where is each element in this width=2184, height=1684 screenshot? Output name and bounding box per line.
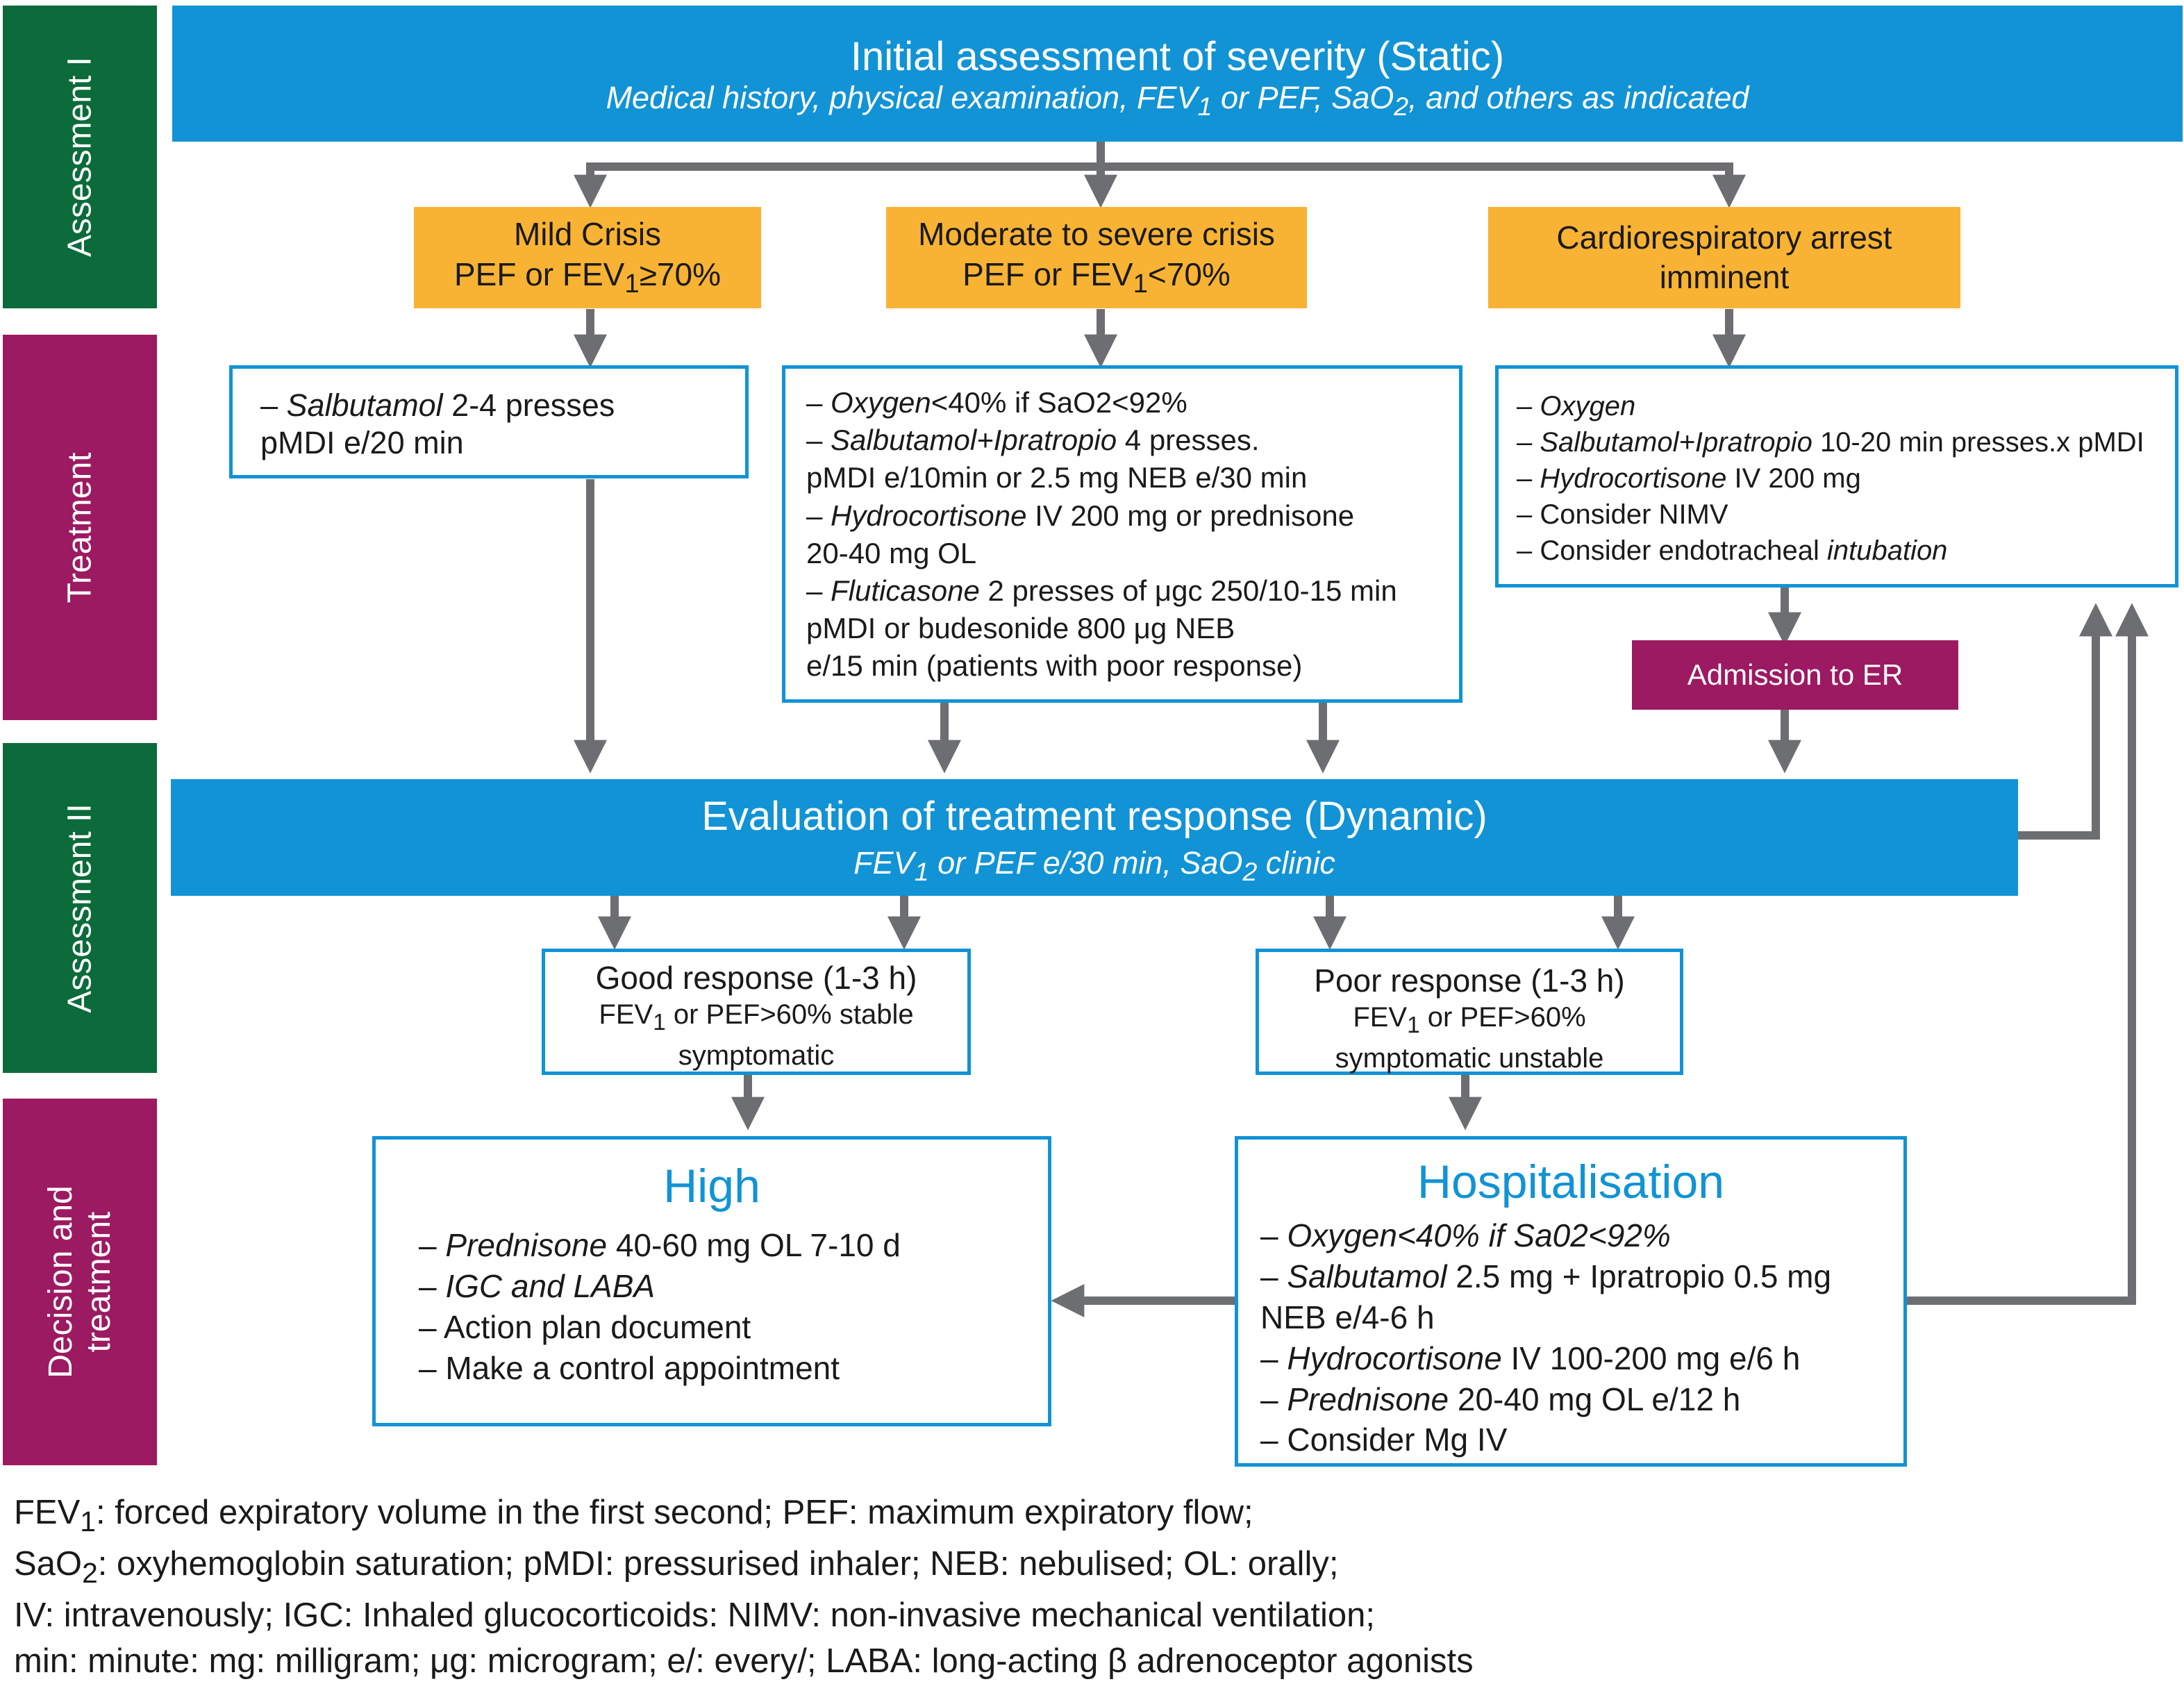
sidebar-assessment-1: Assessment I [3, 6, 157, 308]
admission-to-er-box: Admission to ER [1632, 640, 1958, 710]
moderate-severe-crisis-box: Moderate to severe crisis PEF or FEV1<70… [886, 207, 1307, 308]
initial-assessment-banner: Initial assessment of severity (Static) … [172, 6, 2183, 142]
initial-assessment-title: Initial assessment of severity (Static) [850, 34, 1505, 79]
footnote-line: SaO2: oxyhemoglobin saturation; pMDI: pr… [14, 1544, 1339, 1589]
mild-crisis-box: Mild Crisis PEF or FEV1≥70% [414, 207, 761, 308]
sidebar-assessment-2: Assessment II [3, 743, 157, 1073]
hospitalisation-title: Hospitalisation [1417, 1156, 1725, 1208]
footnote-line: FEV1: forced expiratory volume in the fi… [14, 1494, 1253, 1537]
good-response-box: Good response (1-3 h) FEV1 or PEF>60% st… [542, 949, 971, 1075]
treatment-moderate-box: – Oxygen<40% if SaO2<92% – Salbutamol+Ip… [782, 365, 1462, 703]
evaluation-title: Evaluation of treatment response (Dynami… [701, 794, 1487, 839]
footnote-line: min: minute: mg: milligram; μg: microgra… [14, 1642, 1474, 1680]
high-title: High [663, 1160, 760, 1212]
evaluation-subtitle: FEV1 or PEF e/30 min, SaO2 clinic [853, 845, 1335, 886]
treatment-arrest-box: – Oxygen – Salbutamol+Ipratropio 10-20 m… [1495, 365, 2178, 587]
sidebar-treatment: Treatment [3, 335, 157, 720]
high-decision-box: High – Prednisone 40-60 mg OL 7-10 d – I… [372, 1136, 1051, 1426]
initial-assessment-subtitle: Medical history, physical examination, F… [606, 80, 1749, 121]
footnote: FEV1: forced expiratory volume in the fi… [14, 1490, 2167, 1684]
cardiorespiratory-arrest-box: Cardiorespiratory arrest imminent [1488, 207, 1960, 308]
poor-response-box: Poor response (1-3 h) FEV1 or PEF>60% sy… [1256, 949, 1683, 1075]
footnote-line: IV: intravenously; IGC: Inhaled glucocor… [14, 1596, 1376, 1634]
treatment-mild-box: – Salbutamol 2-4 presses pMDI e/20 min [229, 365, 749, 478]
evaluation-banner: Evaluation of treatment response (Dynami… [171, 779, 2018, 896]
hospitalisation-decision-box: Hospitalisation – Oxygen<40% if Sa02<92%… [1235, 1136, 1907, 1467]
